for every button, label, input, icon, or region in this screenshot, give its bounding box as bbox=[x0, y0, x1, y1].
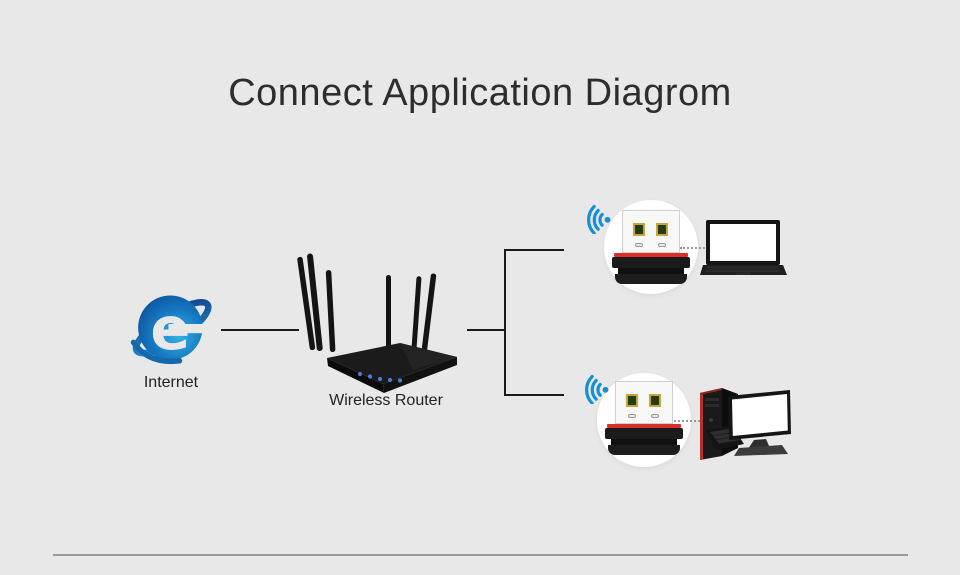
usb-contact bbox=[656, 223, 668, 236]
wireless-router-label: Wireless Router bbox=[329, 392, 443, 409]
page-title: Connect Application Diagrom bbox=[228, 72, 732, 114]
internet-explorer-e-icon: e bbox=[128, 276, 220, 372]
connector-internet-router bbox=[221, 329, 299, 331]
usb-hole bbox=[628, 414, 636, 418]
wifi-signal-icon bbox=[587, 204, 611, 234]
branch-top-line bbox=[504, 249, 564, 251]
wireless-router-icon bbox=[290, 248, 475, 396]
usb-contact bbox=[633, 223, 645, 236]
bottom-divider-line bbox=[53, 554, 908, 556]
dotted-link-adapter-desktop bbox=[674, 420, 700, 422]
adapter-body-base bbox=[608, 445, 680, 455]
usb-hole bbox=[658, 243, 666, 247]
usb-wifi-adapter-icon bbox=[611, 210, 691, 286]
adapter-body bbox=[612, 257, 690, 268]
adapter-body-ridge bbox=[618, 268, 684, 274]
branch-vertical-line bbox=[504, 249, 506, 396]
usb-hole bbox=[651, 414, 659, 418]
wifi-signal-icon bbox=[585, 374, 609, 404]
adapter-red-stripe bbox=[607, 424, 681, 428]
usb-plug bbox=[615, 381, 673, 424]
usb-contact bbox=[649, 394, 661, 407]
usb-hole bbox=[635, 243, 643, 247]
internet-explorer-e-svg: e bbox=[130, 294, 212, 365]
adapter-body bbox=[605, 428, 683, 439]
adapter-red-stripe bbox=[614, 253, 688, 257]
usb-wifi-adapter-icon bbox=[604, 381, 684, 457]
connector-router-branch bbox=[467, 329, 505, 331]
router-led-lights bbox=[357, 371, 403, 383]
svg-text:e: e bbox=[150, 294, 190, 363]
dotted-link-adapter-laptop bbox=[680, 247, 708, 249]
branch-bottom-line bbox=[504, 394, 564, 396]
laptop-icon bbox=[700, 220, 787, 275]
adapter-body-ridge bbox=[611, 439, 677, 445]
wireless-router-svg bbox=[297, 253, 457, 393]
usb-plug bbox=[622, 210, 680, 253]
desktop-computer-icon bbox=[700, 388, 791, 460]
adapter-body-base bbox=[615, 274, 687, 284]
internet-label: Internet bbox=[143, 374, 199, 391]
usb-contact bbox=[626, 394, 638, 407]
